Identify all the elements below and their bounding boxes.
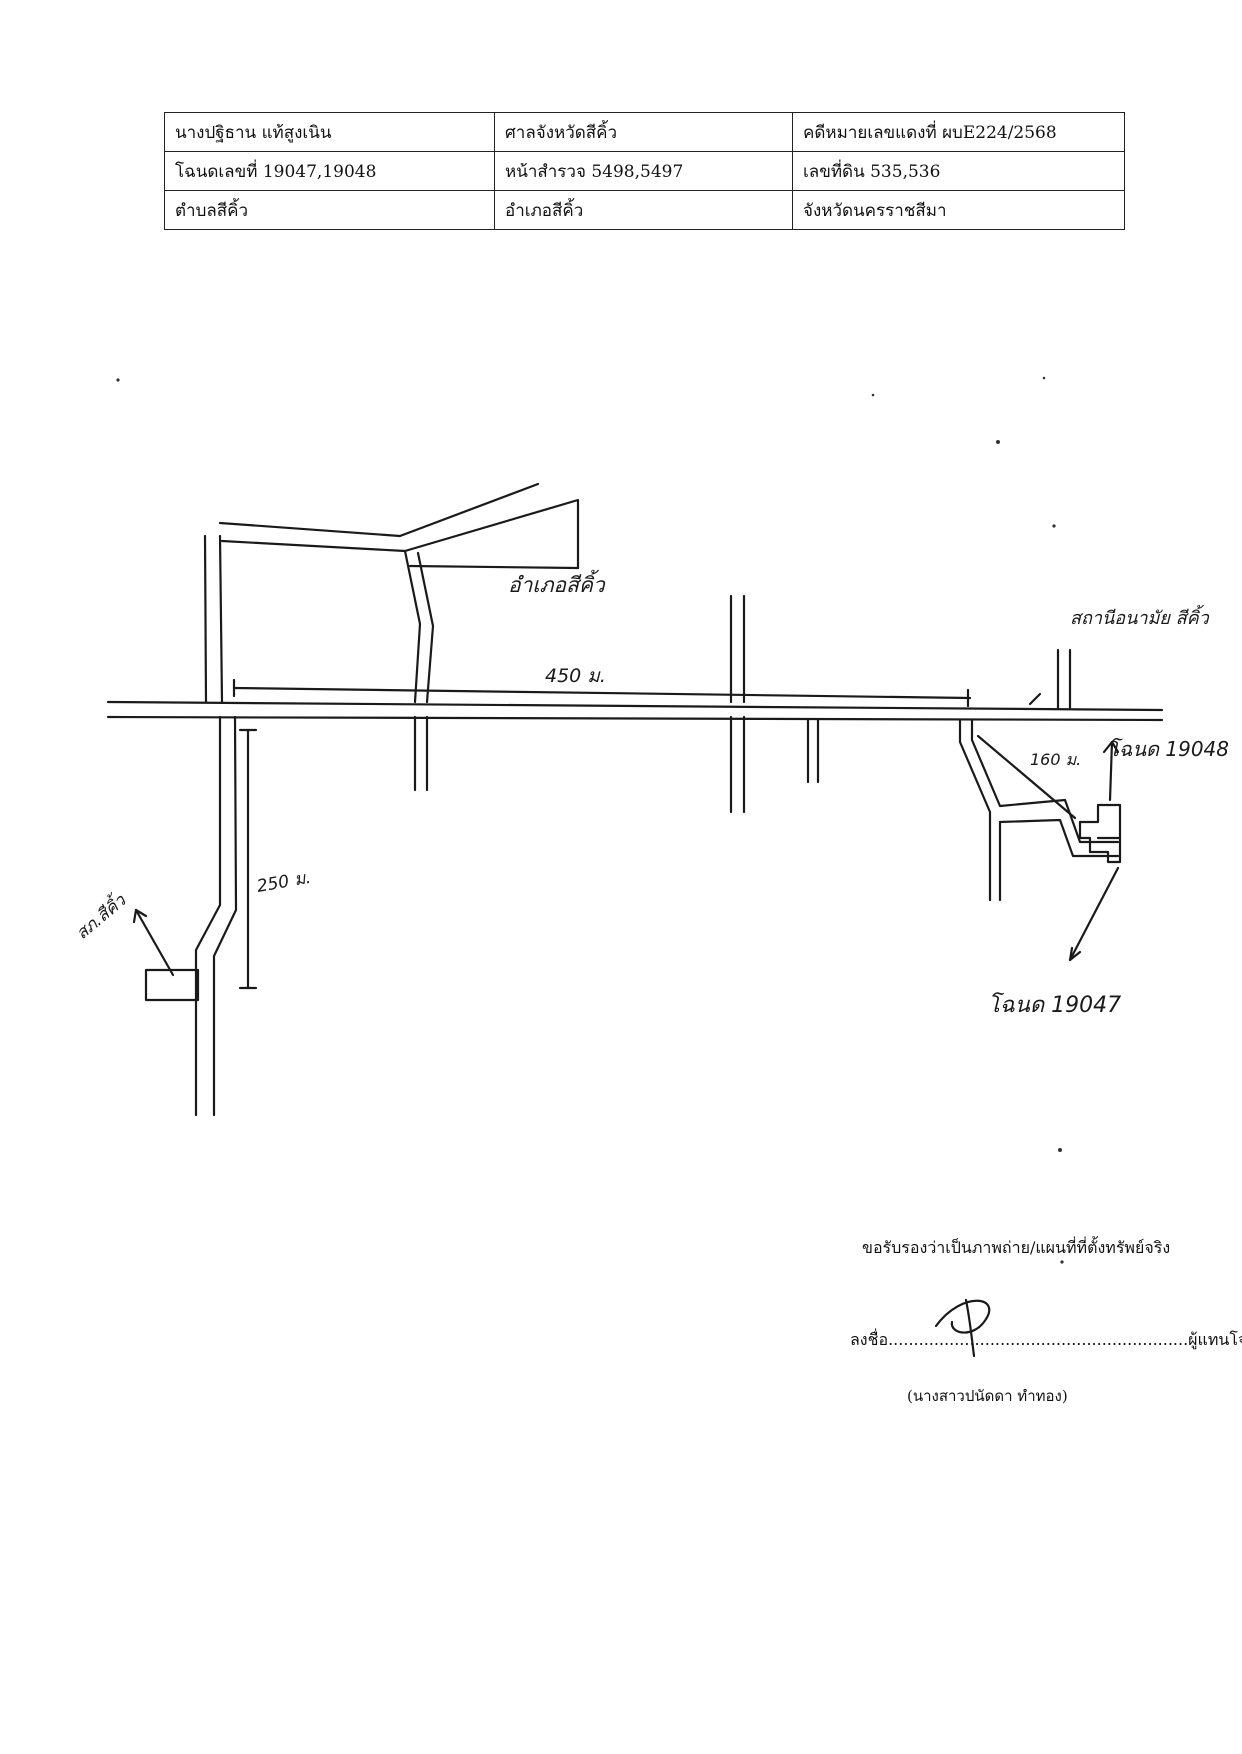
distance-label-450: 450 ม. — [545, 665, 606, 687]
table-row: นางปฐิธาน แท้สูงเนิน ศาลจังหวัดสีคิ้ว คด… — [164, 112, 1125, 152]
land-plots — [1078, 803, 1122, 864]
deed-numbers: โฉนดเลขที่ 19047,19048 — [164, 151, 495, 191]
land-numbers: เลขที่ดิน 535,536 — [792, 151, 1125, 191]
distance-label-250: 250 ม. — [255, 868, 312, 897]
left-road — [194, 534, 238, 1117]
table-row: โฉนดเลขที่ 19047,19048 หน้าสำรวจ 5498,54… — [164, 151, 1125, 191]
main-road — [106, 700, 1164, 722]
table-row: ตำบลสีคิ้ว อำเภอสีคิ้ว จังหวัดนครราชสีมา — [164, 190, 1125, 230]
province: จังหวัดนครราชสีมา — [792, 190, 1125, 230]
subdistrict: ตำบลสีคิ้ว — [164, 190, 495, 230]
certification-text: ขอรับรองว่าเป็นภาพถ่าย/แผนที่ที่ตั้งทรัพ… — [862, 1238, 1171, 1257]
sign-dots: ........................................… — [888, 1330, 1189, 1349]
station-label: สภ.สีคิ้ว — [70, 887, 131, 944]
sign-suffix: ผู้แทนโจทก์ — [1188, 1330, 1242, 1349]
survey-page: หน้าสำรวจ 5498,5497 — [494, 151, 793, 191]
district-office-label: อำเภอสีคิ้ว — [508, 569, 606, 597]
property-info-table: นางปฐิธาน แท้สูงเนิน ศาลจังหวัดสีคิ้ว คด… — [164, 112, 1125, 230]
station-box — [144, 968, 200, 1002]
distance-label-160: 160 ม. — [1030, 750, 1081, 769]
deed-19047-label: โฉนด 19047 — [988, 992, 1121, 1018]
plaintiff-name: นางปฐิธาน แท้สูงเนิน — [164, 112, 495, 152]
signature — [934, 1298, 991, 1358]
middle-roads — [729, 594, 820, 814]
signature-line: ลงชื่อ..................................… — [850, 1328, 1242, 1353]
sign-prefix: ลงชื่อ — [850, 1330, 889, 1349]
signer-name: (นางสาวปนัดดา ทำทอง) — [907, 1387, 1068, 1405]
district-office-road — [218, 482, 580, 792]
right-roads — [958, 648, 1120, 902]
distance-marker-450 — [232, 678, 972, 708]
scan-specks — [116, 376, 1064, 1264]
health-station-label: สถานีอนามัย สีคิ้ว — [1070, 604, 1210, 629]
distance-marker-250 — [238, 728, 258, 990]
arrows — [1028, 692, 1120, 962]
deed-19048-label: โฉนด 19048 — [1108, 737, 1229, 761]
district: อำเภอสีคิ้ว — [494, 190, 793, 230]
court-name: ศาลจังหวัดสีคิ้ว — [494, 112, 793, 152]
